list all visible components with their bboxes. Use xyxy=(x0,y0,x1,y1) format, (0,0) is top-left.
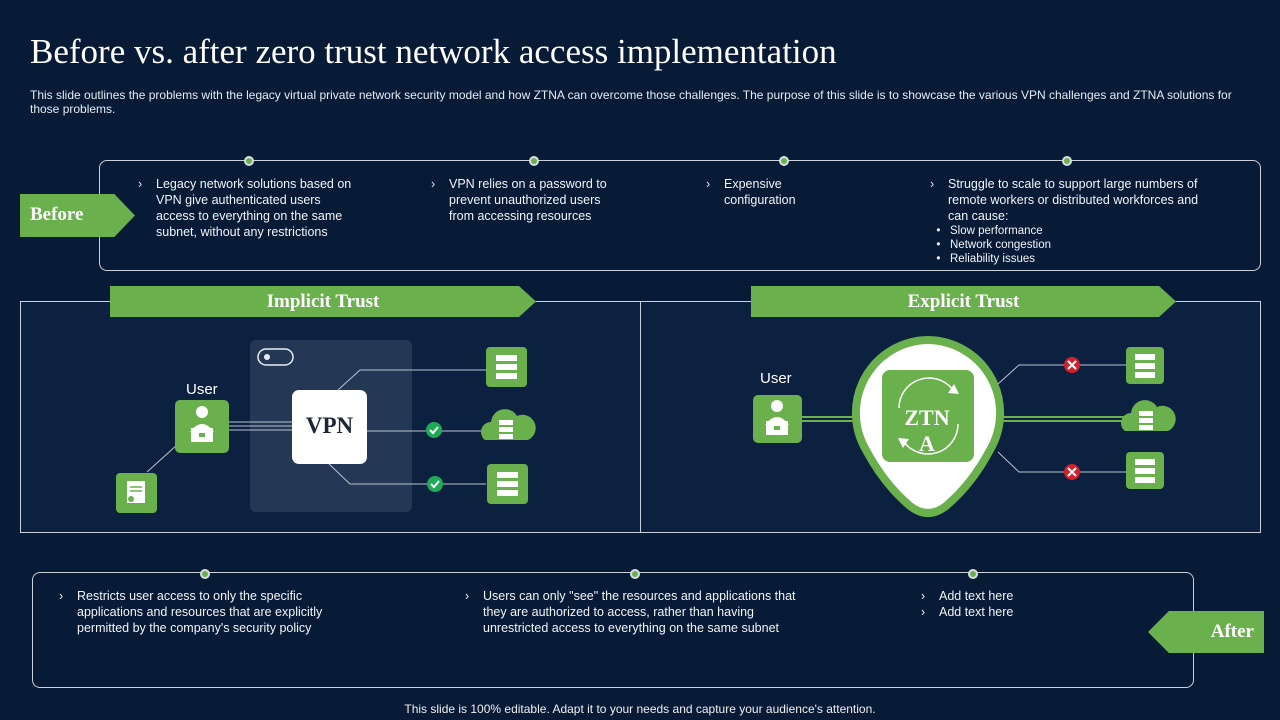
before-item-text: Legacy network solutions based on VPN gi… xyxy=(156,177,352,239)
chevron-right-icon: › xyxy=(431,177,436,191)
implicit-user-label: User xyxy=(186,381,218,398)
after-marker-2 xyxy=(630,569,640,579)
sub-list-item: •Reliability issues xyxy=(930,253,1036,265)
cross-icon xyxy=(1064,357,1080,373)
chevron-right-icon: › xyxy=(465,589,470,603)
page-title: Before vs. after zero trust network acce… xyxy=(30,32,837,71)
placeholder-text: Add text here xyxy=(939,605,1014,619)
before-item-text: Expensive configuration xyxy=(724,177,796,207)
before-item-3: › Expensive configuration xyxy=(706,176,816,208)
sub-list-item: •Network congestion xyxy=(930,239,1051,251)
chevron-right-icon: › xyxy=(921,605,926,619)
before-item-2: › VPN relies on a password to prevent un… xyxy=(431,176,626,224)
before-marker-2 xyxy=(529,156,539,166)
before-item-1: › Legacy network solutions based on VPN … xyxy=(138,176,358,240)
cloud-server-icon xyxy=(481,409,536,440)
check-icon xyxy=(427,476,443,492)
before-item-text: VPN relies on a password to prevent unau… xyxy=(449,177,607,223)
chevron-right-icon: › xyxy=(706,177,711,191)
refresh-icon xyxy=(898,377,959,455)
chevron-right-icon: › xyxy=(921,589,926,603)
after-item-2: › Users can only "see" the resources and… xyxy=(465,588,810,636)
placeholder-text: Add text here xyxy=(939,589,1014,603)
before-marker-1 xyxy=(244,156,254,166)
after-tag: After xyxy=(1148,611,1264,653)
vpn-label: VPN xyxy=(305,413,354,438)
after-marker-3 xyxy=(968,569,978,579)
before-tag: Before xyxy=(20,194,135,237)
chevron-right-icon: › xyxy=(59,589,64,603)
server-icon xyxy=(487,464,528,504)
vpn-box xyxy=(292,390,367,464)
explicit-trust-diagram xyxy=(753,335,1176,517)
implicit-trust-heading: Implicit Trust xyxy=(110,286,536,317)
user-icon xyxy=(175,400,229,453)
toggle-icon xyxy=(257,348,294,366)
user-icon xyxy=(753,395,802,443)
explicit-trust-heading: Explicit Trust xyxy=(751,286,1176,317)
before-marker-4 xyxy=(1062,156,1072,166)
chevron-right-icon: › xyxy=(930,177,935,191)
before-item-text: Struggle to scale to support large numbe… xyxy=(948,177,1199,223)
before-sub-list: •Slow performance •Network congestion •R… xyxy=(930,224,1205,266)
cloud-server-icon xyxy=(1121,400,1176,431)
implicit-trust-diagram xyxy=(116,340,536,513)
after-item-text: Users can only "see" the resources and a… xyxy=(483,589,796,635)
chevron-right-icon: › xyxy=(138,177,143,191)
ztna-label: ZTNA xyxy=(904,405,950,456)
after-marker-1 xyxy=(200,569,210,579)
check-icon xyxy=(426,422,442,438)
server-icon xyxy=(1126,347,1164,384)
document-icon xyxy=(116,473,157,513)
after-item-1: › Restricts user access to only the spec… xyxy=(59,588,359,636)
before-marker-3 xyxy=(779,156,789,166)
cross-icon xyxy=(1064,464,1080,480)
after-item-3: › Add text here › Add text here xyxy=(921,588,1071,620)
after-item-text: Restricts user access to only the specif… xyxy=(77,589,323,635)
explicit-user-label: User xyxy=(760,370,792,387)
sub-list-item: •Slow performance xyxy=(930,225,1043,237)
server-icon xyxy=(1126,452,1164,489)
server-icon xyxy=(486,347,527,387)
footer-note: This slide is 100% editable. Adapt it to… xyxy=(404,702,876,716)
before-item-4: › Struggle to scale to support large num… xyxy=(930,176,1205,266)
page-subtitle: This slide outlines the problems with th… xyxy=(30,88,1232,116)
